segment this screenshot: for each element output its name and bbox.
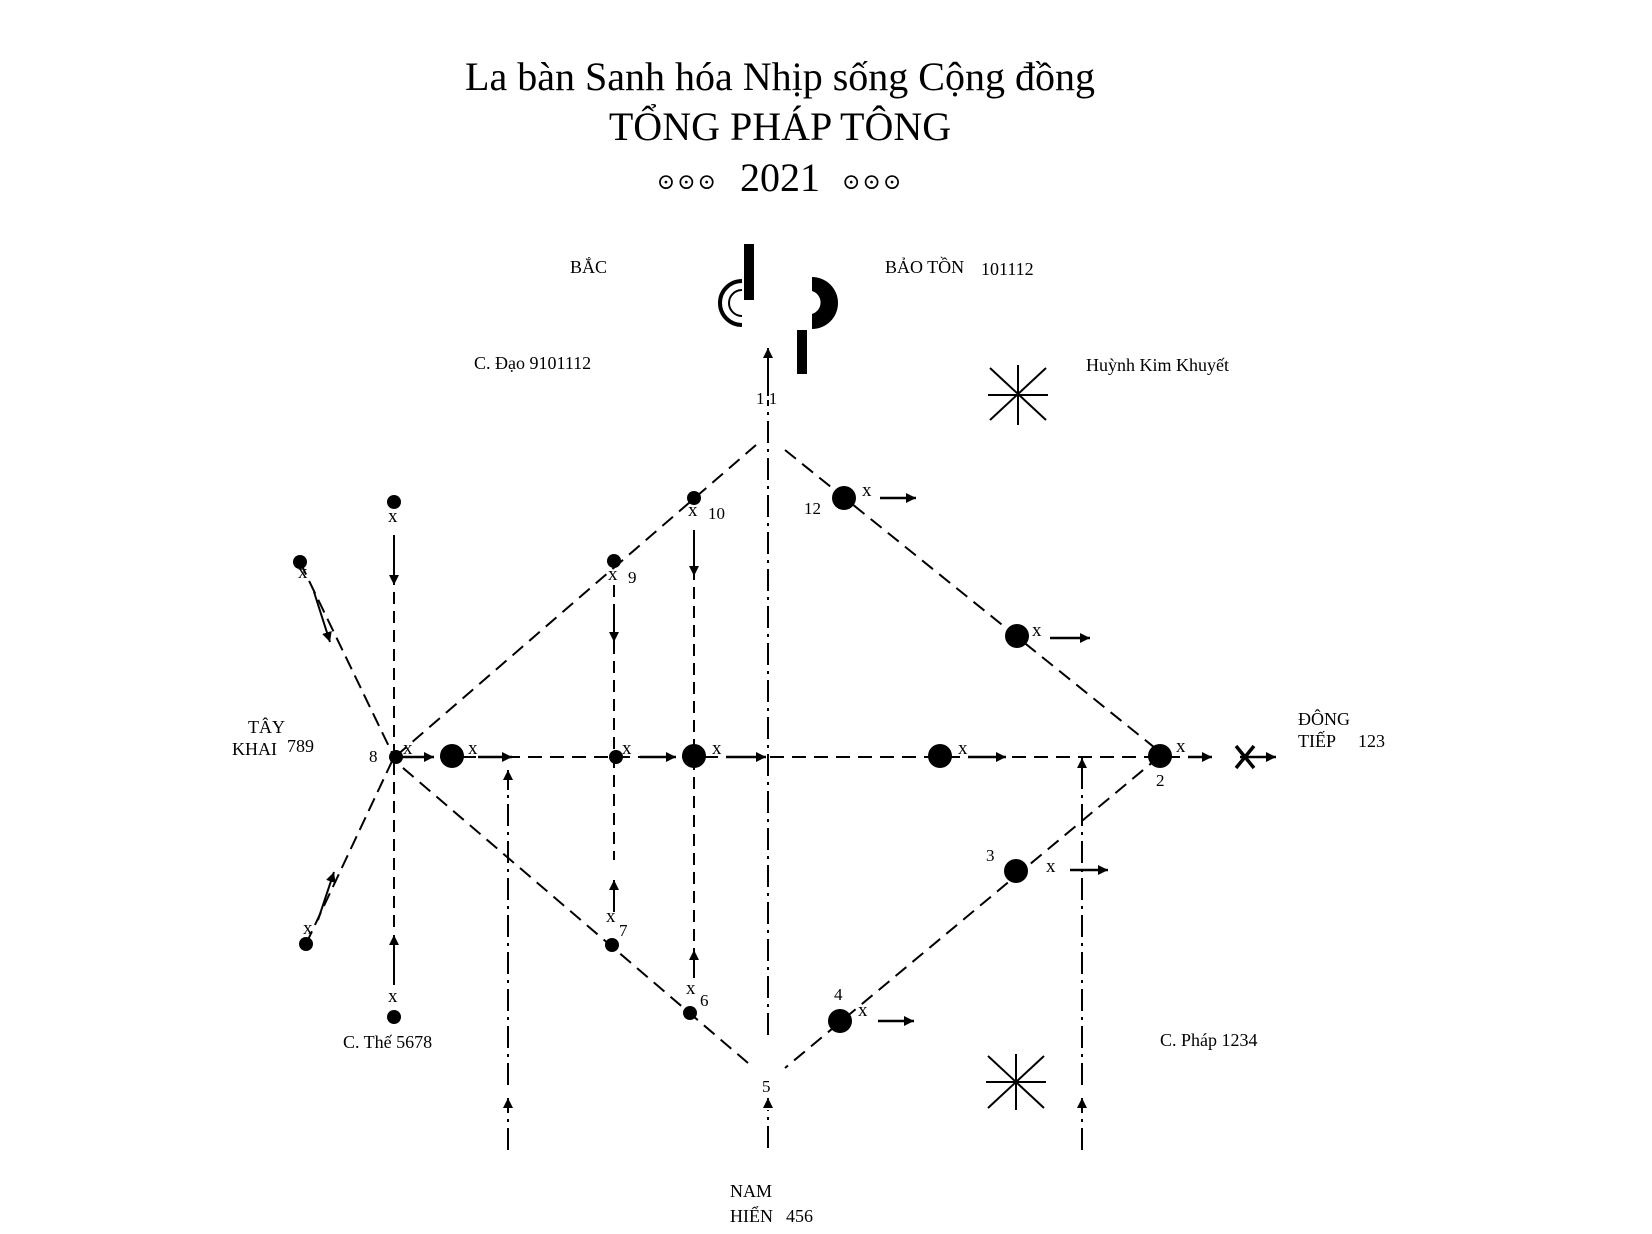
title-line-2: TỔNG PHÁP TÔNG [608,104,952,149]
node-number-7: 7 [619,921,628,940]
x-mark: x [688,500,698,521]
small-dots [293,491,701,1024]
node-number-9: 9 [628,568,637,587]
ornament-right: ⊙⊙⊙ [842,168,904,194]
title-block: La bàn Sanh hóa Nhịp sống Cộng đồng TỔNG… [0,52,1560,208]
node-number-4: 4 [834,985,843,1004]
dot-node-7 [605,938,619,952]
x-mark: x [606,906,616,927]
label-bao-ton: BẢO TỒN [885,256,964,277]
right-arrows [400,493,1276,1026]
big-dot-west [440,744,464,768]
side-vertical-arrows [503,758,1087,1108]
label-south-2: HIỂN [730,1205,773,1226]
node-number-6: 6 [700,991,709,1010]
big-dot-node-2 [1148,744,1172,768]
node-number-10: 10 [708,504,725,523]
star-icon-top [988,365,1048,425]
label-east-num: 123 [1358,731,1385,751]
node-number-2: 2 [1156,771,1165,790]
x-mark: x [858,1000,868,1021]
label-c-dao: C. Đạo 9101112 [474,353,591,373]
dot-far-left-top [293,555,307,569]
dot-mid-left [609,750,623,764]
edge-west-north [395,444,757,757]
x-mark: x [1176,736,1186,757]
label-west-2: KHAI [232,739,277,759]
label-south-1: NAM [730,1181,772,1201]
x-mark: x [686,978,696,999]
x-mark: x [608,564,618,585]
year-line: ⊙⊙⊙ 2021 ⊙⊙⊙ [0,152,1560,208]
dot-top-left [387,495,401,509]
dot-node-8 [389,750,403,764]
node-number-5: 5 [762,1077,771,1096]
x-mark: x [298,562,308,583]
side-verticals [507,780,1083,1150]
node-number-8: 8 [369,747,378,766]
label-east-1: ĐÔNG [1298,708,1350,729]
year-label: 2021 [740,155,820,200]
label-east-2: TIẾP [1298,730,1336,751]
dot-node-6 [683,1006,697,1020]
x-mark: x [958,738,968,759]
label-c-phap: C. Pháp 1234 [1160,1030,1258,1050]
node-number-1: 1 [1010,629,1019,648]
inner-verticals [393,530,695,950]
big-dot-node-3 [1004,859,1028,883]
x-mark: x [468,738,478,759]
large-dots [440,486,1172,1033]
label-bao-ton-num: 101112 [981,259,1034,279]
dot-far-left-bottom [299,937,313,951]
x-mark: x [403,738,413,759]
x-mark: x [862,480,872,501]
big-dot-node-4 [828,1009,852,1033]
big-dot-center-left [682,744,706,768]
star-icon-bottom [986,1054,1046,1110]
x-marks: x x x x x x x x x x x x x x x x x x [298,480,1186,1021]
big-dot-node-1 [1005,624,1029,648]
x-mark: x [303,918,313,939]
x-mark: x [622,738,632,759]
big-dot-center-right [928,744,952,768]
node-number-11: 1 1 [756,389,777,408]
dot-node-9 [607,554,621,568]
x-mark: x [1046,856,1056,877]
west-spokes [299,561,395,945]
label-c-the: C. Thế 5678 [343,1032,432,1052]
edge-north-east [784,449,1161,753]
node-number-3: 3 [986,846,995,865]
node-number-12: 12 [804,499,821,518]
x-mark: x [1032,620,1042,641]
edge-south-west [395,761,749,1064]
big-dot-node-12 [832,486,856,510]
ornament-left: ⊙⊙⊙ [656,168,718,194]
x-mark: x [388,506,398,527]
label-south-num: 456 [786,1206,813,1226]
label-west-num: 789 [287,736,314,756]
east-cross-icon [1234,744,1256,770]
x-mark: x [712,738,722,759]
dot-node-10 [687,491,701,505]
inner-vertical-arrows [389,530,699,985]
label-author: Huỳnh Kim Khuyết [1086,355,1229,375]
label-north: BẮC [570,256,607,277]
x-mark: x [388,986,398,1007]
dot-bottom-left [387,1010,401,1024]
label-west-1: TÂY [248,716,285,737]
north-emblem-icon [718,244,838,374]
title-line-1: La bàn Sanh hóa Nhịp sống Cộng đồng [465,54,1095,99]
west-spoke-arrows [313,591,336,921]
